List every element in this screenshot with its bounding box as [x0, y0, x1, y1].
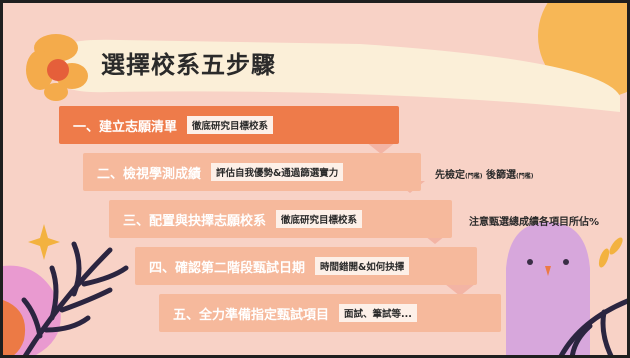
step-2: 二、檢視學測成績 評估自我優勢&通過篩選實力 — [83, 153, 421, 191]
sprout-icon — [598, 237, 623, 268]
step-1-label: 一、建立志願清單 — [73, 119, 178, 135]
step-4-label: 四、確認第二階段甄試日期 — [149, 260, 306, 276]
step-5: 五、全力準備指定甄試項目 面試、筆試等... — [159, 294, 501, 332]
step-2-badge: 評估自我優勢&通過篩選實力 — [211, 163, 344, 181]
orange-corner — [3, 300, 25, 355]
step-4: 四、確認第二階段甄試日期 時間錯開&如何抉擇 — [135, 247, 477, 285]
step-5-label: 五、全力準備指定甄試項目 — [173, 307, 330, 323]
slide-title: 選擇校系五步驟 — [101, 51, 276, 79]
step-2-note: 先檢定(門檻) 後篩選(門檻) — [435, 166, 533, 181]
step-2-note-small-a: (門檻) — [465, 173, 483, 180]
step-2-label: 二、檢視學測成績 — [97, 166, 202, 182]
leaf-plant-right — [558, 298, 627, 355]
leaf-plant — [21, 241, 129, 355]
step-2-note-a: 先檢定 — [435, 170, 465, 181]
step-2-note-b: 後篩選 — [485, 170, 516, 181]
sparkle-icon — [28, 224, 60, 260]
step-3: 三、配置與抉擇志願校系 徹底研究目標校系 — [109, 200, 452, 238]
step-2-note-small-b: (門檻) — [515, 173, 534, 180]
step-5-badge: 面試、筆試等... — [339, 304, 417, 322]
step-3-badge: 徹底研究目標校系 — [276, 210, 363, 228]
step-3-note: 注意甄選總成績各項目所佔% — [469, 217, 600, 228]
step-3-label: 三、配置與抉擇志願校系 — [123, 213, 267, 229]
flower-icon — [26, 34, 88, 101]
step-1-badge: 徹底研究目標校系 — [187, 116, 274, 134]
step-4-badge: 時間錯開&如何抉擇 — [315, 257, 410, 275]
creature-blob — [506, 222, 590, 355]
title-banner — [55, 39, 620, 112]
step-1: 一、建立志願清單 徹底研究目標校系 — [59, 106, 399, 144]
